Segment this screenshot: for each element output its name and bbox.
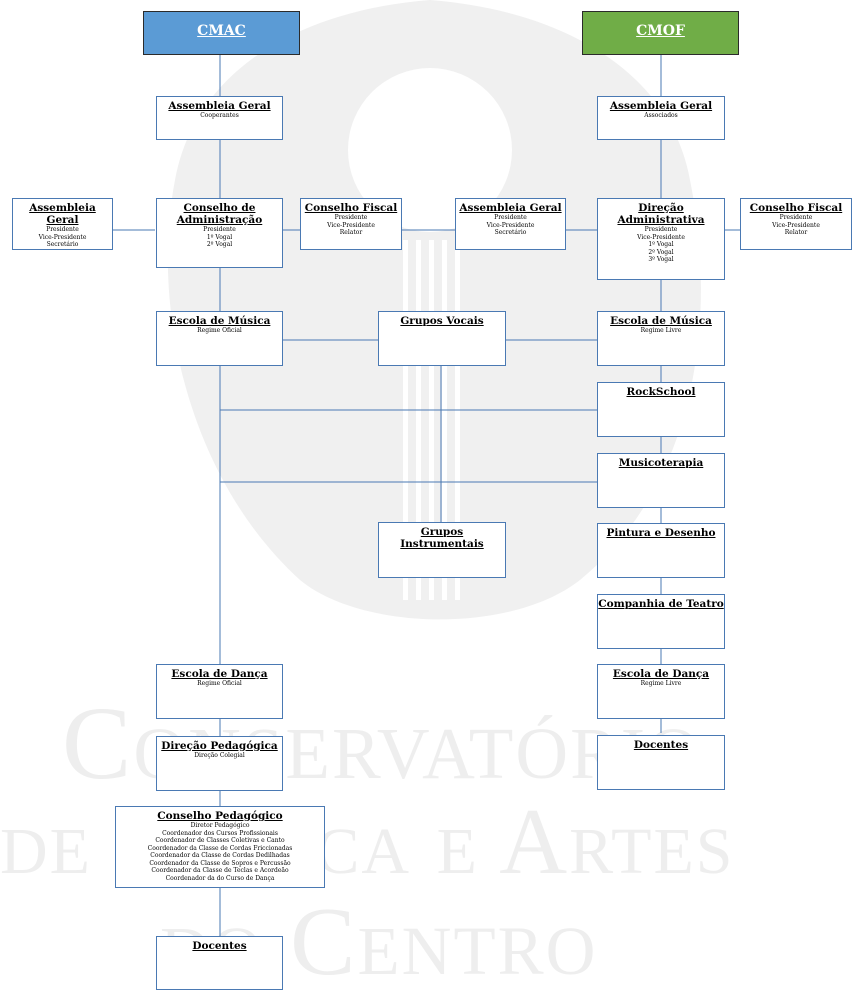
node-title: Assembleia Geral bbox=[168, 100, 271, 112]
node-subtitle: Vice-Presidente bbox=[486, 221, 535, 229]
node-title: Grupos Vocais bbox=[400, 315, 484, 327]
node-subtitle: Direção Colegial bbox=[194, 752, 245, 759]
node-grupos-vocais: Grupos Vocais bbox=[378, 311, 506, 366]
node-docentes-cmof: Docentes bbox=[597, 735, 725, 790]
node-subtitle: 1º Vogal bbox=[648, 241, 674, 248]
node-conselho-fiscal-cmac: Conselho Fiscal Presidente Vice-Presiden… bbox=[300, 198, 402, 250]
watermark-strings bbox=[403, 240, 460, 600]
node-assembleia-geral-left: Assembleia Geral Presidente Vice-Preside… bbox=[12, 198, 113, 250]
node-title: Escola de Música bbox=[610, 315, 712, 327]
node-title: Assembleia Geral bbox=[29, 202, 96, 226]
node-title: Escola de Dança bbox=[612, 668, 710, 680]
node-escola-musica-cmof: Escola de Música Regime Livre bbox=[597, 311, 725, 366]
node-title: Direção Pedagógica bbox=[161, 740, 278, 752]
node-title: Assembleia Geral bbox=[459, 202, 562, 214]
node-title: Conselho Fiscal bbox=[304, 202, 398, 214]
node-title: Direção Administrativa bbox=[617, 202, 705, 226]
node-subtitle: Presidente bbox=[644, 226, 678, 233]
node-subtitle: Relator bbox=[339, 229, 363, 236]
node-subtitle: Regime Oficial bbox=[197, 680, 242, 687]
node-subtitle: Coordenador da Classe de Teclas e Acorde… bbox=[151, 867, 289, 874]
node-title: Conselho Fiscal bbox=[749, 202, 843, 214]
node-assembleia-geral-mid: Assembleia Geral Presidente Vice-Preside… bbox=[455, 198, 566, 250]
node-direcao-administrativa: Direção Administrativa Presidente Vice-P… bbox=[597, 198, 725, 280]
node-title: Assembleia Geral bbox=[609, 100, 713, 112]
node-subtitle: Coordenador de Classes Coletivas e Canto bbox=[155, 837, 285, 844]
node-subtitle: Presidente bbox=[46, 226, 79, 233]
node-subtitle: Associados bbox=[644, 112, 678, 119]
node-title: Musicoterapia bbox=[618, 457, 704, 469]
node-title: Escola de Dança bbox=[171, 668, 268, 680]
watermark-sound-hole bbox=[348, 68, 512, 232]
node-subtitle: Coordenador da Classe de Cordas Dedilhad… bbox=[150, 852, 290, 859]
node-title: RockSchool bbox=[626, 386, 696, 398]
node-subtitle: Regime Livre bbox=[640, 680, 682, 687]
node-subtitle: Vice-Presidente bbox=[38, 233, 87, 241]
node-subtitle: Presidente bbox=[779, 214, 813, 221]
node-assembleia-geral-cmof: Assembleia Geral Associados bbox=[597, 96, 725, 140]
node-subtitle: 3º Vogal bbox=[648, 256, 674, 263]
cmof-header: CMOF bbox=[582, 11, 739, 55]
node-escola-danca-cmof: Escola de Dança Regime Livre bbox=[597, 664, 725, 719]
node-subtitle: Diretor Pedagógico bbox=[190, 822, 250, 829]
node-title: Companhia de Teatro bbox=[598, 598, 724, 610]
node-conselho-pedagogico: Conselho Pedagógico Diretor Pedagógico C… bbox=[115, 806, 325, 888]
node-subtitle: Cooperantes bbox=[200, 112, 239, 119]
node-subtitle: Presidente bbox=[203, 226, 236, 233]
node-companhia-teatro: Companhia de Teatro bbox=[597, 594, 725, 649]
node-title: Conselho de Administração bbox=[176, 202, 263, 226]
node-subtitle: Relator bbox=[784, 229, 808, 236]
node-direcao-pedagogica: Direção Pedagógica Direção Colegial bbox=[156, 736, 283, 791]
node-subtitle: Vice-Presidente bbox=[772, 221, 820, 229]
node-subtitle: Regime Oficial bbox=[197, 327, 242, 334]
node-subtitle: Regime Livre bbox=[640, 327, 682, 334]
node-subtitle: Coordenador da Classe de Cordas Friccion… bbox=[147, 844, 293, 852]
node-docentes-cmac: Docentes bbox=[156, 936, 283, 990]
cmac-header: CMAC bbox=[143, 11, 300, 55]
node-subtitle: Secretário bbox=[494, 229, 527, 236]
node-subtitle: Presidente bbox=[334, 214, 368, 221]
node-escola-musica-cmac: Escola de Música Regime Oficial bbox=[156, 311, 283, 366]
node-subtitle: Coordenador dos Cursos Profissionais bbox=[162, 829, 278, 837]
node-title: Docentes bbox=[192, 940, 247, 952]
node-subtitle: 2º Vogal bbox=[206, 241, 233, 248]
node-subtitle: Coordenador da do Curso de Dança bbox=[165, 874, 275, 882]
node-assembleia-geral-cmac: Assembleia Geral Cooperantes bbox=[156, 96, 283, 140]
watermark-guitar-body bbox=[167, 0, 701, 620]
node-conselho-fiscal-cmof: Conselho Fiscal Presidente Vice-Presiden… bbox=[740, 198, 852, 250]
node-subtitle: Secretário bbox=[46, 241, 79, 248]
node-title: Conselho Pedagógico bbox=[157, 810, 283, 822]
node-conselho-administracao: Conselho de Administração Presidente 1º … bbox=[156, 198, 283, 268]
node-subtitle: Vice-Presidente bbox=[327, 221, 375, 229]
node-pintura-desenho: Pintura e Desenho bbox=[597, 523, 725, 578]
node-subtitle: 1º Vogal bbox=[206, 233, 233, 241]
node-subtitle: Vice-Presidente bbox=[637, 233, 685, 241]
node-title: Escola de Música bbox=[168, 315, 271, 327]
node-subtitle: 2º Vogal bbox=[648, 248, 674, 256]
node-musicoterapia: Musicoterapia bbox=[597, 453, 725, 508]
node-subtitle: Presidente bbox=[494, 214, 527, 221]
node-subtitle: Coordenador da Classe de Sopros e Percus… bbox=[149, 859, 291, 867]
node-rockschool: RockSchool bbox=[597, 382, 725, 437]
node-grupos-instrumentais: Grupos Instrumentais bbox=[378, 522, 506, 578]
node-title: Docentes bbox=[633, 739, 689, 751]
node-title: Pintura e Desenho bbox=[606, 527, 716, 539]
node-escola-danca-cmac: Escola de Dança Regime Oficial bbox=[156, 664, 283, 719]
node-title: Grupos Instrumentais bbox=[400, 526, 484, 550]
